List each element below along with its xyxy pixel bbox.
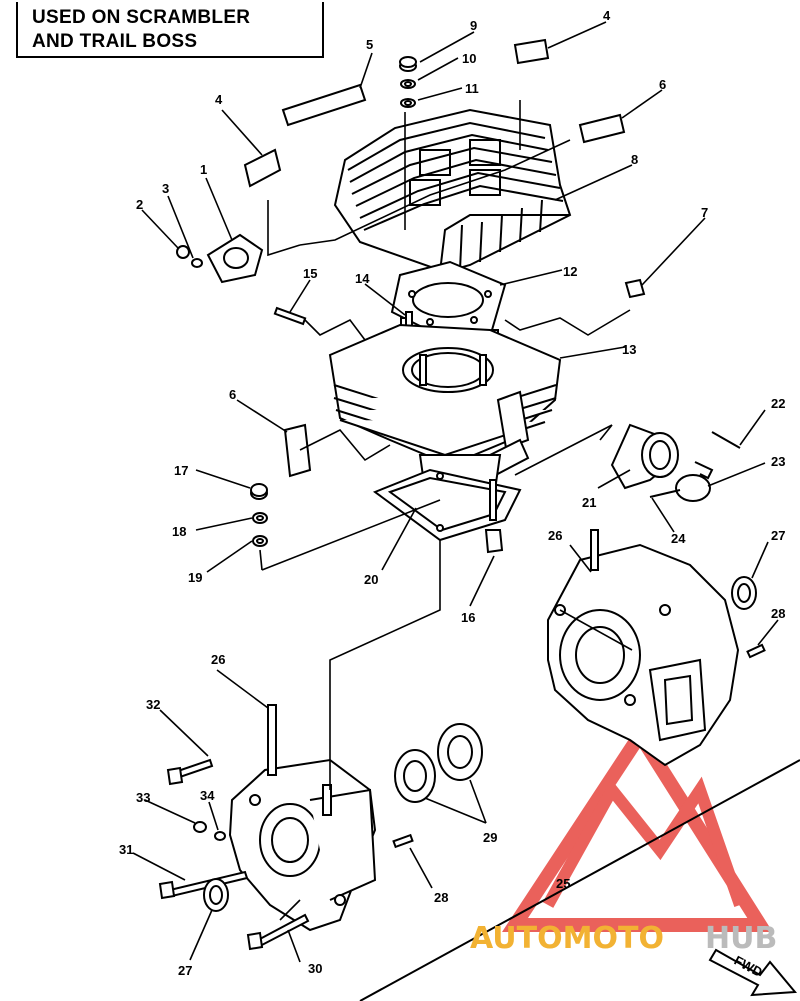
callout-11: 11	[465, 81, 479, 96]
callout-26b: 26	[211, 652, 225, 667]
callout-7: 7	[701, 205, 708, 220]
callout-14: 14	[355, 271, 370, 286]
title-line-1: USED ON SCRAMBLER	[32, 7, 251, 28]
callout-22: 22	[771, 396, 785, 411]
small-parts	[273, 278, 646, 326]
callout-1: 1	[200, 162, 207, 177]
callout-10: 10	[462, 51, 476, 66]
callout-16: 16	[461, 610, 475, 625]
callout-13: 13	[622, 342, 636, 357]
callout-15: 15	[303, 266, 317, 281]
head-nut-stack	[399, 56, 417, 108]
callout-27b: 27	[178, 963, 192, 978]
callout-6b: 6	[229, 387, 236, 402]
crankcase-left	[228, 704, 377, 932]
drain-plug	[484, 479, 504, 554]
callout-25: 25	[556, 876, 570, 891]
callout-18: 18	[172, 524, 186, 539]
title-box: USED ON SCRAMBLER AND TRAIL BOSS	[16, 2, 324, 58]
callout-33: 33	[136, 790, 150, 805]
callout-30: 30	[308, 961, 322, 976]
callout-5: 5	[366, 37, 373, 52]
leader-lines	[132, 21, 800, 1001]
callout-28b: 28	[434, 890, 448, 905]
callout-32: 32	[146, 697, 160, 712]
callout-28a: 28	[771, 606, 785, 621]
callout-27a: 27	[771, 528, 785, 543]
crankcase-right	[547, 529, 740, 767]
callout-2: 2	[136, 197, 143, 212]
callout-4b: 4	[215, 92, 223, 107]
callout-20: 20	[364, 572, 378, 587]
right-seal-pin	[731, 576, 766, 659]
cylinder	[328, 323, 562, 491]
callout-3: 3	[162, 181, 169, 196]
callout-26a: 26	[548, 528, 562, 543]
callout-23: 23	[771, 454, 785, 469]
decals	[243, 38, 626, 478]
watermark-text: AUTOMOTO HUB	[470, 921, 777, 956]
watermark-text-right: HUB	[705, 921, 777, 956]
callout-6a: 6	[659, 77, 666, 92]
head-gasket	[390, 260, 507, 342]
callout-8: 8	[631, 152, 638, 167]
callout-34: 34	[200, 788, 215, 803]
exhaust-gasket	[176, 233, 264, 284]
callout-17: 17	[174, 463, 188, 478]
callout-21: 21	[582, 495, 596, 510]
cylinder-head	[333, 108, 572, 274]
callouts: 9 10 11 4 5 6 8 4 1 3 2 7 12 13 14 15 6 …	[119, 8, 785, 978]
callout-4a: 4	[603, 8, 611, 23]
callout-24: 24	[671, 531, 686, 546]
base-gasket	[372, 468, 522, 542]
callout-29: 29	[483, 830, 497, 845]
callout-19: 19	[188, 570, 202, 585]
intake-manifold	[610, 423, 741, 502]
watermark-text-left: AUTOMOTO	[470, 921, 664, 956]
left-fasteners	[158, 758, 414, 951]
watermark-logo	[502, 722, 773, 932]
fwd-arrow: FWD	[708, 948, 798, 997]
title-line-2: AND TRAIL BOSS	[32, 31, 198, 52]
base-nuts	[250, 483, 268, 547]
callout-9: 9	[470, 18, 477, 33]
callout-12: 12	[563, 264, 577, 279]
bearings	[394, 723, 483, 803]
callout-31: 31	[119, 842, 133, 857]
